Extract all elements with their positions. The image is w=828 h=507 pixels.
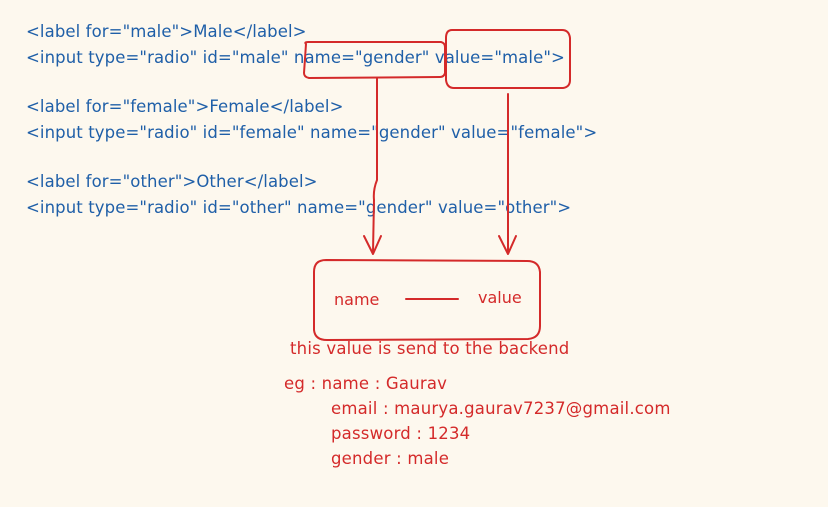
- example-name-line: eg : name : Gaurav: [284, 374, 448, 393]
- example-gender-line: gender : male: [331, 449, 450, 468]
- example-password-line: password : 1234: [331, 424, 471, 443]
- code-line-female-label: <label for="female">Female</label>: [26, 97, 344, 116]
- name-arrow-head: [363, 235, 382, 255]
- name-arrow-line: [372, 77, 378, 253]
- code-line-other-input: <input type="radio" id="other" name="gen…: [26, 198, 572, 217]
- code-line-male-label: <label for="male">Male</label>: [26, 22, 307, 41]
- code-line-other-label: <label for="other">Other</label>: [26, 172, 318, 191]
- backend-caption: this value is send to the backend: [290, 339, 570, 358]
- value-highlight-box: [445, 29, 571, 89]
- name-value-box: [313, 259, 541, 341]
- example-email-line: email : maurya.gaurav7237@gmail.com: [331, 399, 671, 418]
- name-label: name: [334, 290, 380, 309]
- name-highlight-box: [303, 41, 446, 79]
- value-label: value: [478, 288, 522, 307]
- value-arrow-head: [498, 235, 517, 255]
- code-line-male-input: <input type="radio" id="male" name="gend…: [26, 48, 565, 67]
